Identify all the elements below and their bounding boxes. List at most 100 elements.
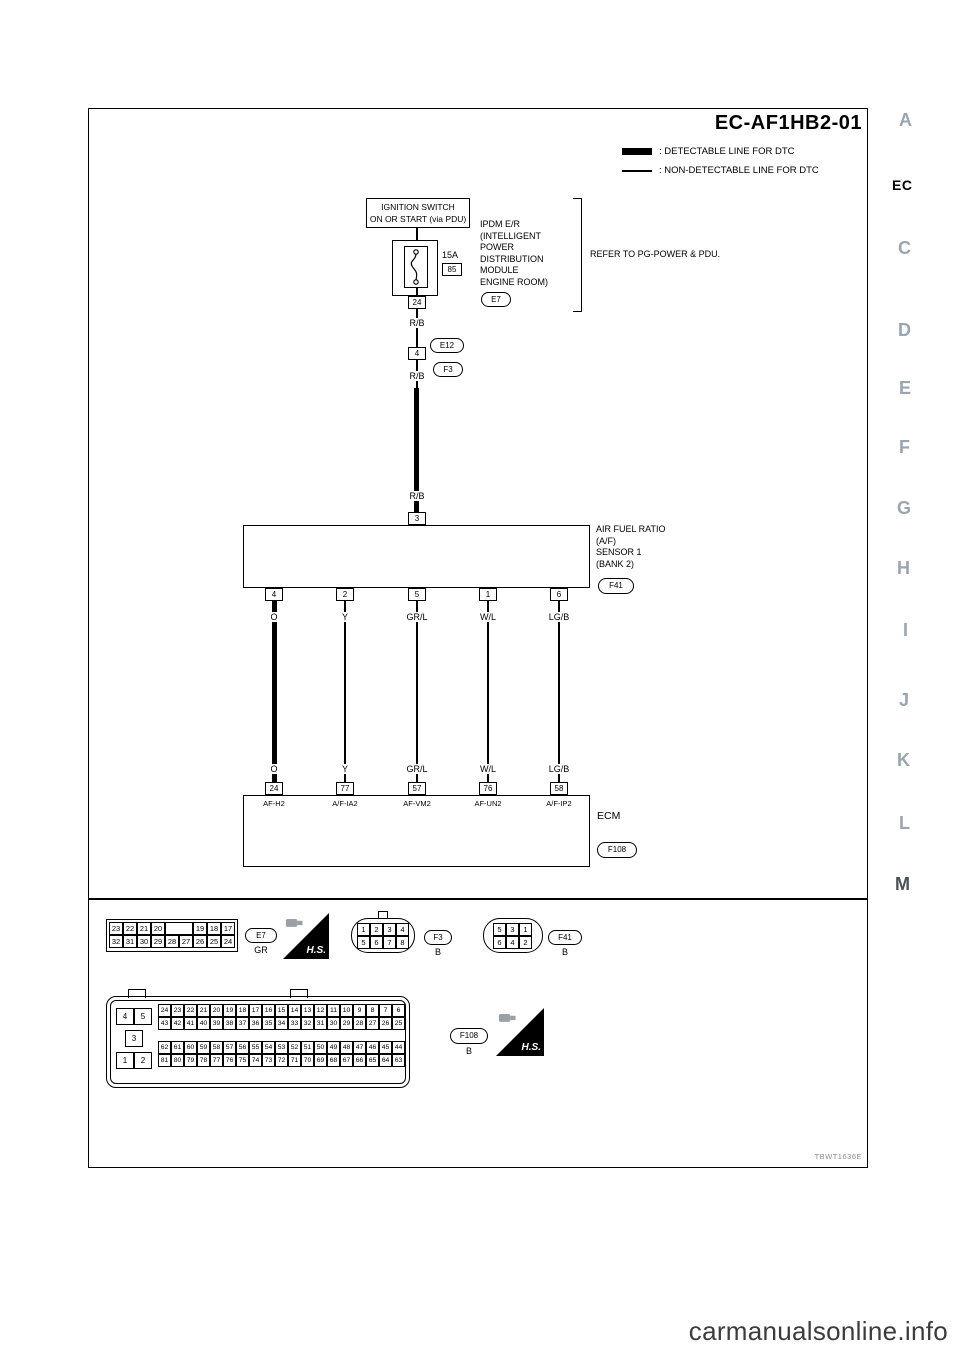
section-tab-a: A xyxy=(899,110,913,130)
pin-cell: 58 xyxy=(210,1041,223,1054)
pin-cell: 22 xyxy=(184,1004,197,1017)
fuse-icon xyxy=(410,249,419,285)
sensor-pin-box-1: 4 xyxy=(265,588,283,601)
ipdm-name-line: MODULE xyxy=(480,265,519,275)
e7-view-label: E7 xyxy=(245,928,277,943)
legend-label-detectable: : DETECTABLE LINE FOR DTC xyxy=(659,146,795,157)
connector-hand-icon xyxy=(498,1014,516,1022)
connector-ref-f41: F41 xyxy=(598,578,634,594)
pin-cell: 45 xyxy=(379,1041,392,1054)
ecm-pin-box-4: 76 xyxy=(479,782,497,795)
pin-cell: 29 xyxy=(340,1017,353,1030)
legend-label-non-detectable: : NON-DETECTABLE LINE FOR DTC xyxy=(659,165,819,176)
pin-cell: 57 xyxy=(223,1041,236,1054)
ecm-pin-box-2: 77 xyxy=(336,782,354,795)
sensor-pin-box-5: 6 xyxy=(550,588,568,601)
pin-cell: 25 xyxy=(392,1017,405,1030)
fuse-box xyxy=(404,246,428,288)
ipdm-pin-box: 24 xyxy=(408,296,426,309)
section-tab-j: J xyxy=(899,690,910,710)
section-tab-f: F xyxy=(899,437,911,457)
wire-color-rb-3: R/B xyxy=(399,491,435,501)
section-tab-m: M xyxy=(895,874,911,894)
pin-cell: 38 xyxy=(223,1017,236,1030)
pin-cell: 4 xyxy=(116,1008,134,1025)
ecm-box xyxy=(243,795,590,867)
pin-cell: 49 xyxy=(327,1041,340,1054)
wire-grl xyxy=(416,601,418,782)
pin-cell: 27 xyxy=(179,935,193,948)
ecm-pin-box-3: 57 xyxy=(408,782,426,795)
pin-cell: 2 xyxy=(134,1052,152,1069)
section-tab-e: E xyxy=(899,378,912,398)
af-sensor-name: AIR FUEL RATIO (A/F) SENSOR 1 (BANK 2) xyxy=(596,524,666,570)
pin-cell: 53 xyxy=(275,1041,288,1054)
af-sensor-box xyxy=(243,525,590,588)
pin-cell: 56 xyxy=(236,1041,249,1054)
pin-cell: 3 xyxy=(125,1030,143,1047)
pin-cell: 1 xyxy=(116,1052,134,1069)
pin-cell: 7 xyxy=(379,1004,392,1017)
wire-rb-thick xyxy=(414,388,419,512)
pin-cell: 6 xyxy=(493,936,506,949)
non-detectable-line-swatch xyxy=(622,169,652,172)
pin-cell: 47 xyxy=(353,1041,366,1054)
fuse-rating-label: 15A xyxy=(442,250,459,260)
wire-color-y-bottom: Y xyxy=(327,764,363,774)
pin-cell: 74 xyxy=(249,1054,262,1067)
legend-non-detectable-row: : NON-DETECTABLE LINE FOR DTC xyxy=(622,161,819,180)
hs-text-1: H.S. xyxy=(306,945,326,956)
junction-pin-box: 4 xyxy=(408,347,426,360)
section-tab-g: G xyxy=(897,498,912,518)
pin-cell: 33 xyxy=(288,1017,301,1030)
pin-cell: 21 xyxy=(137,922,151,935)
wire-color-rb-2: R/B xyxy=(399,371,435,381)
f108-color-code: B xyxy=(465,1046,472,1056)
wire-color-lgb-top: LG/B xyxy=(541,612,577,622)
pin-cell: 81 xyxy=(158,1054,171,1067)
pin-cell: 6 xyxy=(392,1004,405,1017)
pin-cell: 67 xyxy=(340,1054,353,1067)
pin-cell: 64 xyxy=(379,1054,392,1067)
pin-cell: 66 xyxy=(353,1054,366,1067)
f41-color-code: B xyxy=(561,947,568,957)
f108-connector-outline xyxy=(106,996,410,1088)
pin-cell: 68 xyxy=(327,1054,340,1067)
pin-cell: 78 xyxy=(197,1054,210,1067)
wire-color-lgb-bottom: LG/B xyxy=(541,764,577,774)
ipdm-name-line: DISTRIBUTION xyxy=(480,253,544,264)
section-tab-i: I xyxy=(903,620,909,640)
section-tab-ec: EC xyxy=(892,177,913,193)
pin-cell: 41 xyxy=(184,1017,197,1030)
section-tab-c: C xyxy=(898,238,912,258)
f108-side-mid: 3 xyxy=(125,1030,143,1047)
connector-ref-e7: E7 xyxy=(481,292,511,307)
ipdm-name-line: POWER xyxy=(480,242,515,252)
refer-bracket xyxy=(573,198,582,312)
pin-cell: 43 xyxy=(158,1017,171,1030)
pin-cell: 4 xyxy=(506,936,519,949)
wire-color-o-bottom: O xyxy=(256,764,292,774)
pin-cell: 12 xyxy=(314,1004,327,1017)
pin-cell: 5 xyxy=(357,936,370,949)
f108-side-mid-wrap: 3 xyxy=(125,1028,143,1047)
pin-cell: 13 xyxy=(301,1004,314,1017)
pin-cell: 22 xyxy=(123,922,137,935)
f108-tab-left xyxy=(128,989,146,998)
wire-color-rb-1: R/B xyxy=(399,318,435,328)
f108-tab-right xyxy=(290,989,308,998)
sensor-pin-box-4: 1 xyxy=(479,588,497,601)
f108-connector-inner xyxy=(110,1000,406,1084)
wire-color-wl-top: W/L xyxy=(470,612,506,622)
ecm-terminal-4: AF-UN2 xyxy=(474,799,502,808)
pin-cell: 6 xyxy=(370,936,383,949)
pin-cell: 44 xyxy=(392,1041,405,1054)
wire-color-grl-top: GR/L xyxy=(399,612,435,622)
pin-cell: 27 xyxy=(366,1017,379,1030)
